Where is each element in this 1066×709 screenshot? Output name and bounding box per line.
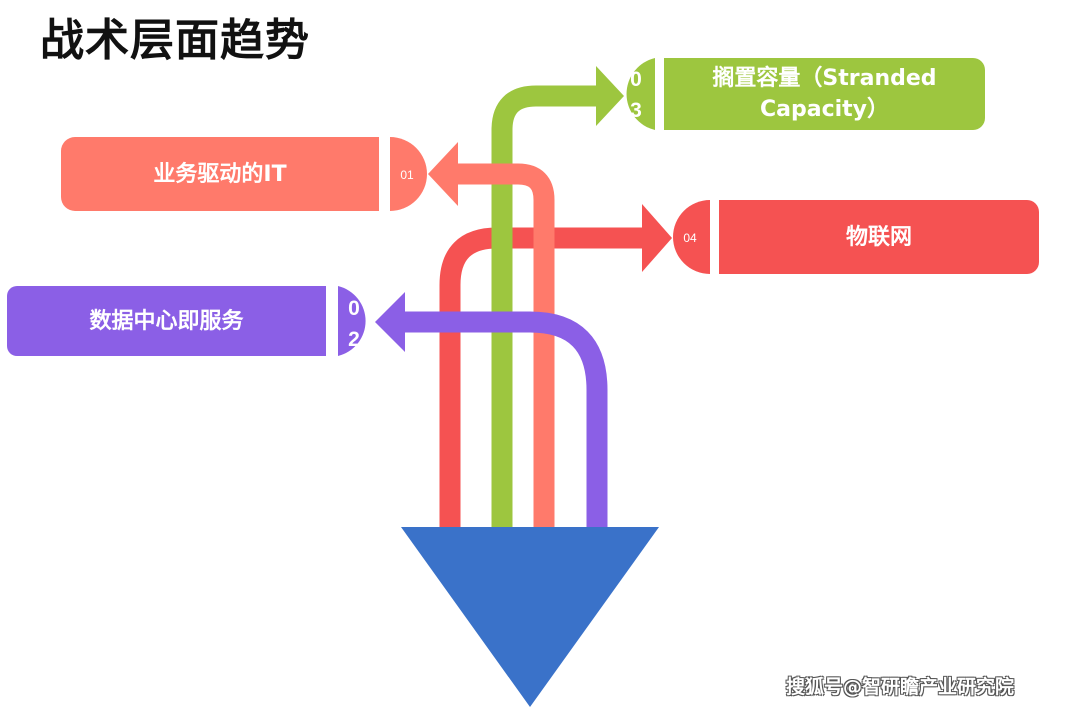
- flow-line-01: [458, 163, 555, 527]
- label-box-04: 物联网: [719, 200, 1039, 274]
- label-02: 数据中心即服务: [89, 308, 244, 334]
- label-04: 物联网: [845, 224, 912, 250]
- flow-line-02: [405, 311, 608, 527]
- watermark: 搜狐号@智研瞻产业研究院: [786, 676, 1015, 698]
- number-badge-03: [626, 58, 655, 130]
- label-01: 业务驱动的IT: [153, 161, 287, 187]
- number-02-line2: 2: [348, 328, 360, 351]
- number-badge-02: [338, 286, 366, 356]
- number-04: 04: [683, 231, 697, 245]
- label-box-03: 搁置容量（Stranded Capacity）: [664, 58, 985, 130]
- funnel-triangle: [401, 527, 659, 707]
- label-box-01: 业务驱动的IT: [61, 137, 379, 211]
- number-03-line2: 3: [630, 99, 642, 122]
- number-02-line1: 0: [348, 297, 360, 320]
- number-badge-01: [390, 137, 427, 211]
- number-01: 01: [400, 168, 414, 182]
- arrow-head-02: [375, 292, 405, 352]
- number-03-line1: 0: [630, 68, 642, 91]
- flow-line-03: [491, 85, 596, 527]
- arrow-head-04: [642, 204, 672, 272]
- label-03: 搁置容量（Stranded Capacity）: [712, 66, 937, 122]
- label-box-02: 数据中心即服务: [7, 286, 326, 356]
- arrow-head-01: [428, 142, 458, 206]
- arrow-head-03: [596, 66, 624, 126]
- page-title: 战术层面趋势: [40, 15, 310, 66]
- number-badge-04: [673, 200, 710, 274]
